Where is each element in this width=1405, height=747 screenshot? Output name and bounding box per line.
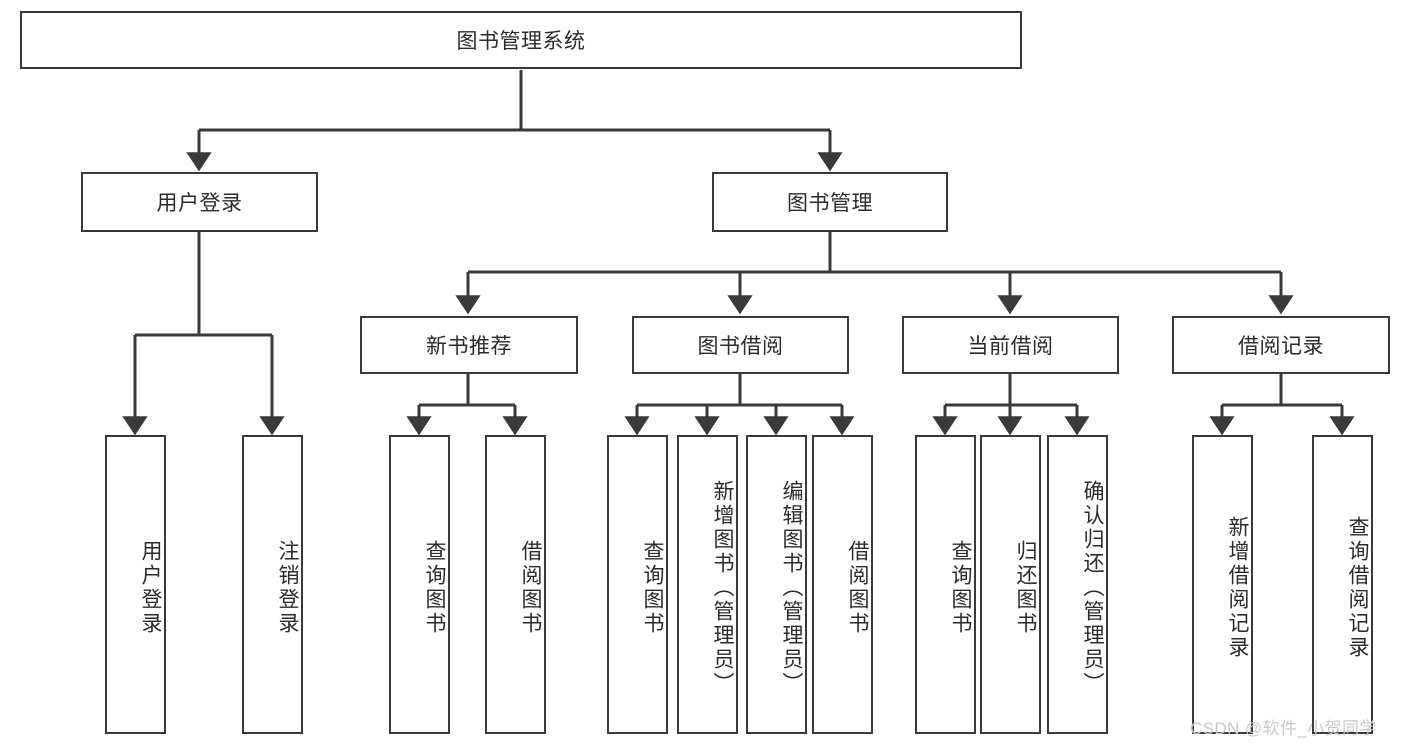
node-book-manage[interactable]: 图书管理 <box>712 172 948 232</box>
node-root[interactable]: 图书管理系统 <box>20 11 1022 69</box>
node-leaf-user-logout-label: 注销登录 <box>276 539 299 636</box>
node-leaf-user-login-label: 用户登录 <box>139 539 162 636</box>
node-leaf-user-logout[interactable]: 注销登录 <box>242 435 303 734</box>
node-leaf-add-record-label: 新增借阅记录 <box>1226 515 1249 660</box>
node-leaf-borrow-book-1-label: 借阅图书 <box>519 539 542 636</box>
node-new-book-rec-label: 新书推荐 <box>426 335 512 358</box>
node-leaf-edit-book[interactable]: 编辑图书（管理员） <box>746 435 807 734</box>
node-leaf-confirm-return[interactable]: 确认归还（管理员） <box>1047 435 1108 734</box>
node-user-login[interactable]: 用户登录 <box>81 172 318 232</box>
node-leaf-query-book-1-label: 查询图书 <box>423 539 446 636</box>
node-leaf-query-book-3[interactable]: 查询图书 <box>915 435 976 734</box>
node-book-borrow[interactable]: 图书借阅 <box>632 316 849 374</box>
node-leaf-return-book-label: 归还图书 <box>1014 539 1037 636</box>
node-root-label: 图书管理系统 <box>456 30 586 53</box>
csdn-watermark: CSDN @软件_小贺同学 <box>1190 719 1377 738</box>
node-leaf-add-book-label: 新增图书（管理员） <box>711 479 734 696</box>
node-leaf-add-book[interactable]: 新增图书（管理员） <box>677 435 738 734</box>
node-leaf-query-book-2[interactable]: 查询图书 <box>607 435 668 734</box>
node-borrow-record-label: 借阅记录 <box>1238 335 1324 358</box>
node-leaf-return-book[interactable]: 归还图书 <box>980 435 1041 734</box>
node-leaf-borrow-book-2-label: 借阅图书 <box>846 539 869 636</box>
node-leaf-borrow-book-2[interactable]: 借阅图书 <box>812 435 873 734</box>
node-book-manage-label: 图书管理 <box>787 192 873 215</box>
node-leaf-query-book-1[interactable]: 查询图书 <box>389 435 450 734</box>
node-leaf-query-record-label: 查询借阅记录 <box>1346 515 1369 660</box>
node-leaf-borrow-book-1[interactable]: 借阅图书 <box>485 435 546 734</box>
node-leaf-edit-book-label: 编辑图书（管理员） <box>780 479 803 696</box>
node-leaf-confirm-return-label: 确认归还（管理员） <box>1081 479 1104 696</box>
node-borrow-record[interactable]: 借阅记录 <box>1172 316 1390 374</box>
node-current-borrow[interactable]: 当前借阅 <box>902 316 1119 374</box>
node-user-login-label: 用户登录 <box>156 192 243 215</box>
node-leaf-query-record[interactable]: 查询借阅记录 <box>1312 435 1373 734</box>
node-new-book-rec[interactable]: 新书推荐 <box>360 316 578 374</box>
node-current-borrow-label: 当前借阅 <box>967 335 1054 358</box>
node-leaf-query-book-2-label: 查询图书 <box>641 539 664 636</box>
node-leaf-add-record[interactable]: 新增借阅记录 <box>1192 435 1253 734</box>
node-leaf-user-login[interactable]: 用户登录 <box>105 435 166 734</box>
node-leaf-query-book-3-label: 查询图书 <box>949 539 972 636</box>
node-book-borrow-label: 图书借阅 <box>697 335 784 358</box>
